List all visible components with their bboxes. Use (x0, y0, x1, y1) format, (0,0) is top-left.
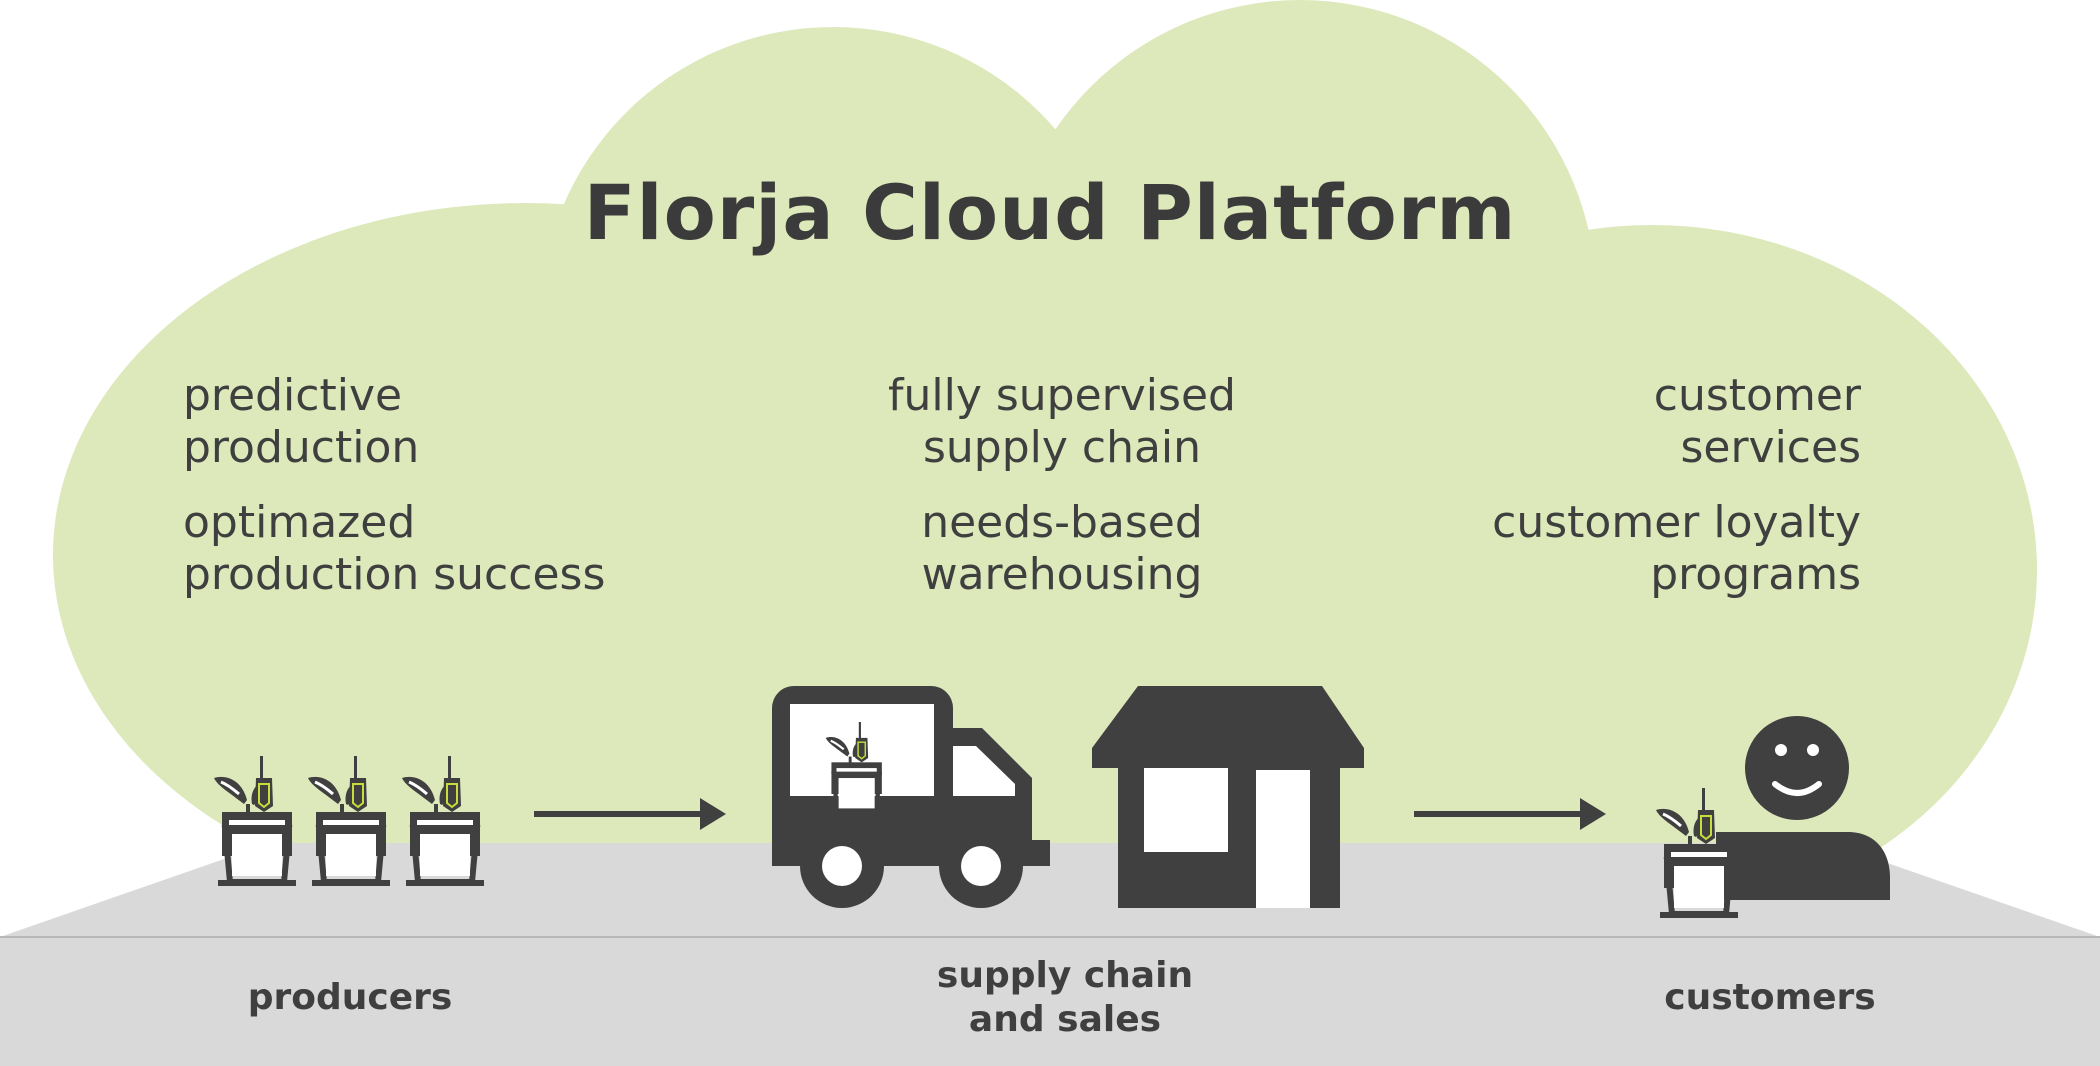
floor-divider (0, 936, 2100, 938)
arrow-right-icon (700, 798, 726, 830)
diagram-title: Florja Cloud Platform (583, 168, 1517, 257)
warehouse-store-icon (1092, 686, 1364, 908)
cloud-shape (53, 0, 2037, 915)
stage-label-supply-chain: supply chain and sales (936, 955, 1194, 1040)
stage-label-customers: customers (1664, 977, 1876, 1018)
delivery-truck-icon (772, 686, 1050, 908)
floor-band (0, 937, 2100, 1066)
stage-label-producers: producers (247, 977, 453, 1018)
arrow-right-icon (1580, 798, 1606, 830)
customer-icon (1656, 716, 1890, 918)
ground-surface (0, 843, 2100, 937)
